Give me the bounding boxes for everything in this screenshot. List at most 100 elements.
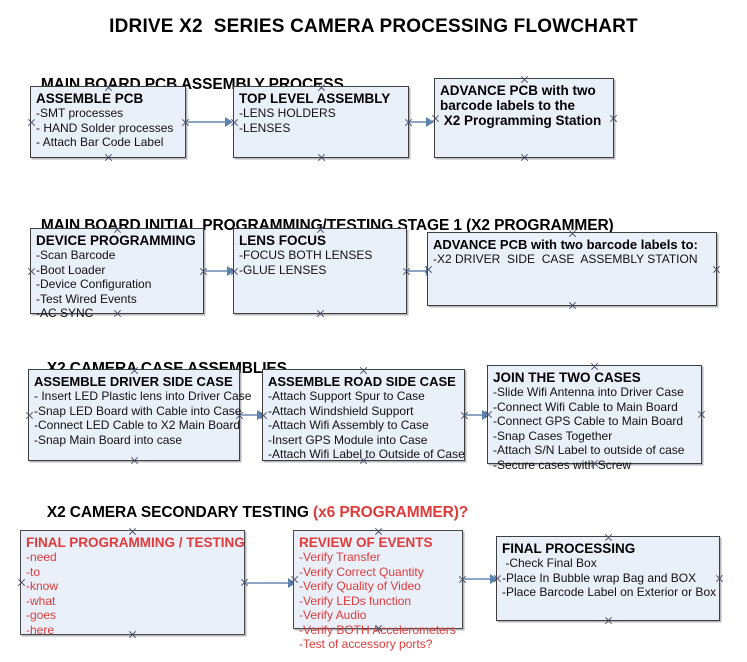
node-line: -Connect Wifi Cable to Main Board <box>493 399 678 414</box>
node-line: -Boot Loader <box>36 262 106 277</box>
node-line: -LENS HOLDERS <box>239 106 336 120</box>
section-heading-x2-camera-secondary-testing: X2 CAMERA SECONDARY TESTING (x6 PROGRAMM… <box>30 486 468 540</box>
connection-handle-top[interactable] <box>604 533 613 542</box>
node-content: TOP LEVEL ASSEMBLY -LENS HOLDERS -LENSES <box>234 87 408 135</box>
node-line: -Attach Windshield Support <box>268 403 414 418</box>
connection-handle-left[interactable] <box>230 118 239 127</box>
node-assemble-road-side-case[interactable]: ASSEMBLE ROAD SIDE CASE -Attach Support … <box>262 369 465 461</box>
connection-handle-bottom[interactable] <box>104 153 113 162</box>
node-assemble-driver-side-case[interactable]: ASSEMBLE DRIVER SIDE CASE - Insert LED P… <box>25 366 251 461</box>
node-line: -Verify Transfer <box>299 550 381 564</box>
connection-handle-top[interactable] <box>316 225 325 234</box>
connection-handle-bottom[interactable] <box>604 616 613 625</box>
connection-handle-top[interactable] <box>359 366 368 375</box>
connector-line <box>246 582 290 584</box>
connection-handle-left[interactable] <box>259 411 268 420</box>
node-title: ASSEMBLE PCB <box>36 91 144 106</box>
node-top-level-assembly[interactable]: TOP LEVEL ASSEMBLY -LENS HOLDERS -LENSES <box>233 86 409 158</box>
connection-handle-left[interactable] <box>431 114 440 123</box>
connector-line <box>466 414 484 416</box>
page-title: IDRIVE X2 SERIES CAMERA PROCESSING FLOWC… <box>109 16 638 37</box>
node-title: ASSEMBLE ROAD SIDE CASE <box>268 374 456 389</box>
connection-handle-bottom[interactable] <box>374 624 383 633</box>
node-line: -X2 DRIVER SIDE CASE ASSEMBLY STATION <box>433 252 698 266</box>
connection-handle-bottom[interactable] <box>568 301 577 310</box>
connection-handle-top[interactable] <box>374 527 383 536</box>
node-line: -Test Wired Events <box>36 291 137 306</box>
node-title: JOIN THE TWO CASES <box>493 370 641 385</box>
connection-handle-top[interactable] <box>590 362 599 371</box>
node-advance-pcb-to-driver-side-case-assembly-station[interactable]: ADVANCE PCB with two barcode labels to: … <box>427 232 717 306</box>
connection-handle-right[interactable] <box>609 114 618 123</box>
connection-handle-bottom[interactable] <box>590 459 599 468</box>
connection-handle-left[interactable] <box>17 578 26 587</box>
connection-handle-top[interactable] <box>317 83 326 92</box>
node-content: ASSEMBLE DRIVER SIDE CASE - Insert LED P… <box>29 370 251 447</box>
connection-handle-bottom[interactable] <box>130 456 139 465</box>
connector-line <box>241 414 259 416</box>
node-line: -Verify Audio <box>299 608 367 622</box>
node-lens-focus[interactable]: LENS FOCUS -FOCUS BOTH LENSES -GLUE LENS… <box>233 228 407 314</box>
node-final-programming-testing[interactable]: FINAL PROGRAMMING / TESTING -need -to -k… <box>17 527 245 637</box>
connection-handle-right[interactable] <box>697 410 706 419</box>
connection-handle-top[interactable] <box>568 229 577 238</box>
connection-handle-top[interactable] <box>520 75 529 84</box>
connector-line <box>464 578 492 580</box>
connection-handle-bottom[interactable] <box>128 630 137 639</box>
connection-handle-bottom[interactable] <box>317 153 326 162</box>
node-assemble-pcb[interactable]: ASSEMBLE PCB -SMT processes - HAND Solde… <box>30 86 186 158</box>
node-join-the-two-cases[interactable]: JOIN THE TWO CASES -Slide Wifi Antenna i… <box>484 362 702 472</box>
node-line: -Snap Cases Together <box>493 428 613 443</box>
connection-handle-bottom[interactable] <box>520 153 529 162</box>
connection-handle-right[interactable] <box>712 265 721 274</box>
connection-handle-left[interactable] <box>27 118 36 127</box>
node-line: -Snap Main Board into case <box>34 432 183 447</box>
node-content: ADVANCE PCB with two barcode labels to t… <box>435 79 613 128</box>
node-content: ASSEMBLE PCB -SMT processes - HAND Solde… <box>31 87 185 150</box>
node-device-programming[interactable]: DEVICE PROGRAMMING -Scan Barcode -Boot L… <box>27 225 204 320</box>
node-content: FINAL PROGRAMMING / TESTING -need -to -k… <box>21 531 245 637</box>
connection-handle-bottom[interactable] <box>359 456 368 465</box>
node-title: REVIEW OF EVENTS <box>299 535 433 550</box>
connection-handle-left[interactable] <box>27 267 36 276</box>
node-content: ASSEMBLE ROAD SIDE CASE -Attach Support … <box>263 370 465 462</box>
connection-handle-left[interactable] <box>484 410 493 419</box>
node-title: LENS FOCUS <box>239 233 327 248</box>
node-line: -Slide Wifi Antenna into Driver Case <box>493 385 684 399</box>
node-title: FINAL PROCESSING <box>502 541 636 556</box>
node-line: -Verify Quality of Video <box>299 579 421 593</box>
connection-handle-left[interactable] <box>25 411 34 420</box>
node-line: -Snap LED Board with Cable into Case <box>34 403 242 418</box>
node-line: -Verify LEDs function <box>299 593 412 608</box>
node-title: TOP LEVEL ASSEMBLY <box>239 91 391 106</box>
connector-line <box>205 270 229 272</box>
node-title: DEVICE PROGRAMMING <box>36 233 196 248</box>
connection-handle-left[interactable] <box>424 265 433 274</box>
node-line: -to <box>26 564 41 579</box>
node-line: -Attach Wifi Label to Outside of Case <box>268 447 465 461</box>
node-line: -Connect LED Cable to X2 Main Board <box>34 418 241 432</box>
node-line: -what <box>26 593 56 608</box>
node-line: -know <box>26 579 59 593</box>
node-line: -GLUE LENSES <box>239 262 327 277</box>
connection-handle-right[interactable] <box>715 574 724 583</box>
node-line: -FOCUS BOTH LENSES <box>239 248 373 262</box>
node-line: -Place In Bubble wrap Bag and BOX <box>502 570 697 585</box>
node-line: -Attach S/N Label to outside of case <box>493 443 685 457</box>
node-line: -Verify BOTH Accelerometers <box>299 622 456 637</box>
connection-handle-left[interactable] <box>230 267 239 276</box>
connection-handle-bottom[interactable] <box>113 309 122 318</box>
node-line: -Device Configuration <box>36 277 152 291</box>
connection-handle-top[interactable] <box>128 527 137 536</box>
node-line: -Scan Barcode <box>36 248 116 262</box>
connection-handle-top[interactable] <box>104 83 113 92</box>
connection-handle-left[interactable] <box>493 574 502 583</box>
connection-handle-left[interactable] <box>290 575 299 584</box>
connection-handle-bottom[interactable] <box>316 309 325 318</box>
node-final-processing[interactable]: FINAL PROCESSING -Check Final Box -Place… <box>496 536 720 621</box>
node-review-of-events[interactable]: REVIEW OF EVENTS -Verify Transfer -Verif… <box>290 527 463 651</box>
connection-handle-top[interactable] <box>130 366 139 375</box>
node-advance-pcb-to-x2-programming-station[interactable]: ADVANCE PCB with two barcode labels to t… <box>434 78 614 158</box>
node-line: -Verify Correct Quantity <box>299 564 424 579</box>
connection-handle-top[interactable] <box>113 225 122 234</box>
